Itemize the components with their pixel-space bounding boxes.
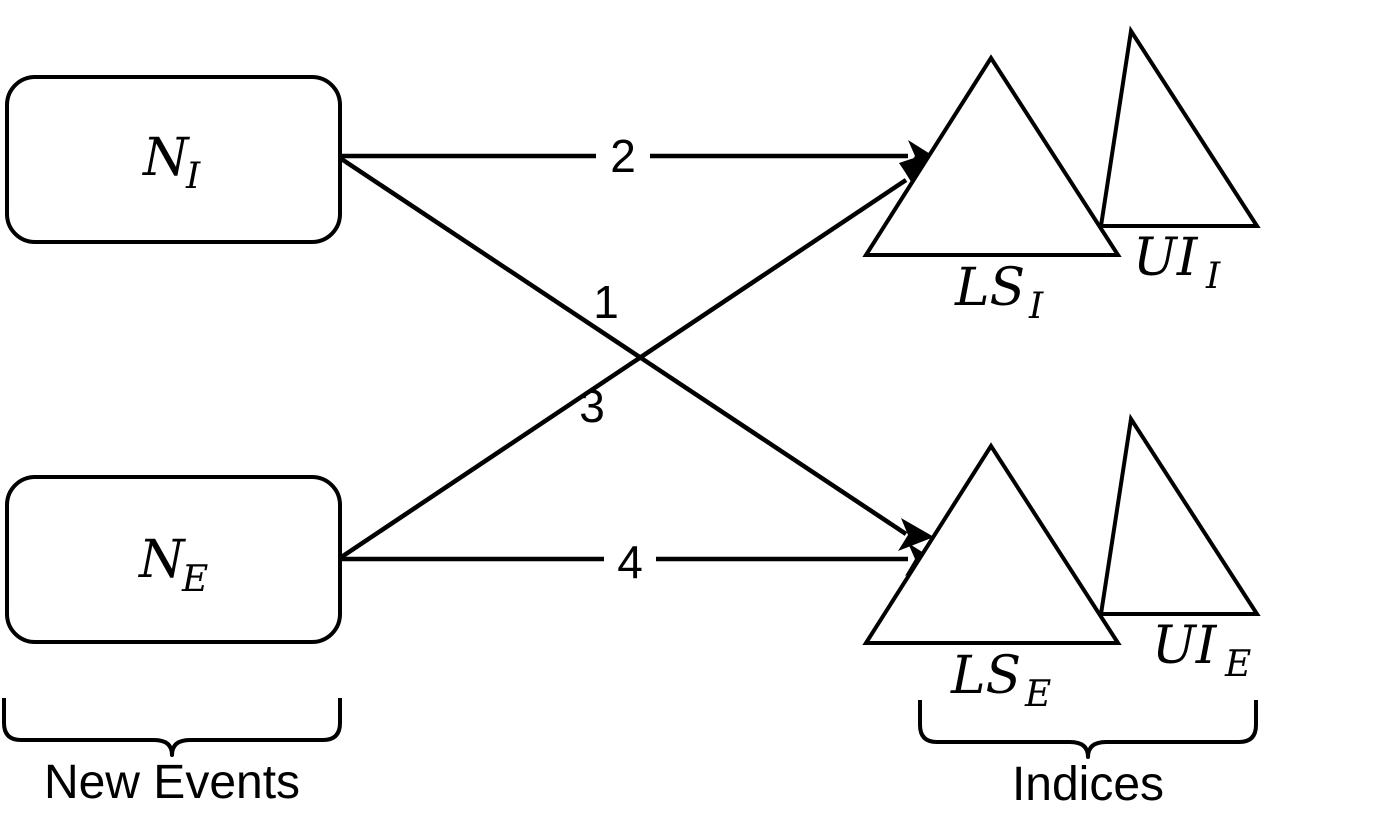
node-ui-i-triangle[interactable] [1098, 25, 1261, 228]
new-events-brace [2, 698, 342, 757]
node-ls-i-triangle[interactable] [862, 54, 1122, 257]
edge-2-label-backdrop [596, 128, 650, 182]
edge-1[interactable]: 1 [338, 156, 934, 551]
node-ui-i-label-main: UI [1133, 228, 1199, 288]
node-n-e-label-main: N [137, 530, 186, 590]
edge-3-label: 3 [579, 380, 605, 432]
node-ui-e-label-sub: E [1224, 644, 1251, 685]
edge-1-arrowhead [898, 518, 934, 551]
edge-3[interactable]: 3 [338, 152, 932, 560]
node-ui-e-label-main: UI [1152, 616, 1218, 676]
node-n-e[interactable]: N E [5, 475, 342, 644]
edge-3-line[interactable] [338, 178, 908, 560]
node-n-i-label-sub: I [185, 156, 201, 197]
node-ls-i-label-main: LS [954, 258, 1025, 318]
node-ls-e-label-sub: E [1024, 674, 1051, 715]
node-ls-e-triangle[interactable] [862, 442, 1122, 645]
edge-1-label: 1 [593, 276, 619, 328]
edge-4-label-backdrop [604, 532, 656, 586]
edge-2-label: 2 [610, 130, 636, 182]
node-ui-e[interactable]: UI E [1098, 413, 1261, 685]
indices-brace [918, 700, 1258, 759]
group-new-events: New Events [2, 698, 342, 809]
node-ui-i[interactable]: UI I [1098, 25, 1261, 297]
edge-3-arrowhead [899, 152, 932, 185]
edge-2[interactable]: 2 [340, 128, 935, 182]
node-ls-i-label-sub: I [1028, 286, 1044, 327]
group-indices: Indices [918, 700, 1258, 811]
node-n-e-label-sub: E [181, 559, 208, 600]
node-ls-e-label-main: LS [950, 646, 1021, 706]
edge-4-label: 4 [617, 536, 643, 588]
edge-1-line[interactable] [338, 156, 908, 536]
node-ui-i-label-sub: I [1205, 256, 1221, 297]
node-n-i-label-main: N [141, 128, 190, 188]
node-ls-e[interactable]: LS E [862, 442, 1122, 715]
new-events-caption: New Events [44, 756, 300, 809]
edge-4[interactable]: 4 [340, 532, 935, 588]
node-ls-i[interactable]: LS I [862, 54, 1122, 327]
node-ui-e-triangle[interactable] [1098, 413, 1261, 616]
indices-caption: Indices [1012, 758, 1164, 811]
node-n-i[interactable]: N I [5, 75, 342, 244]
